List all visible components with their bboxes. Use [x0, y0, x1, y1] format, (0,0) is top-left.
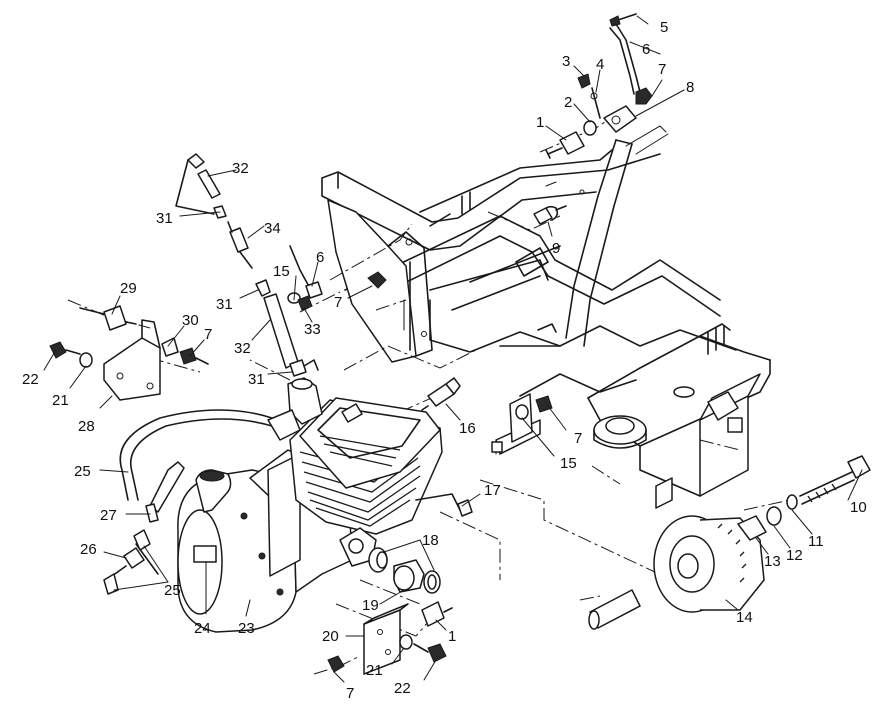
callout-7: 7 — [204, 326, 212, 343]
callout-32: 32 — [232, 160, 249, 177]
callout-12: 12 — [786, 547, 803, 564]
callout-15: 15 — [560, 455, 577, 472]
callout-10: 10 — [850, 499, 867, 516]
callout-1: 1 — [536, 114, 544, 131]
callout-17: 17 — [484, 482, 501, 499]
clutch-assembly — [588, 455, 871, 630]
callout-leaders — [43, 15, 863, 683]
hose-25 — [103, 409, 273, 595]
callout-3: 3 — [562, 53, 570, 70]
callout-14: 14 — [736, 609, 753, 626]
callout-28: 28 — [78, 418, 95, 435]
callout-15: 15 — [273, 263, 290, 280]
callout-19: 19 — [362, 597, 379, 614]
callout-7: 7 — [574, 430, 582, 447]
callout-27: 27 — [100, 507, 117, 524]
callout-29: 29 — [120, 280, 137, 297]
lower-mount-bracket — [327, 601, 453, 675]
callout-25: 25 — [164, 582, 181, 599]
callout-numbers: 1 2 3 4 5 6 7 8 9 32 31 34 6 15 7 31 33 … — [22, 19, 867, 702]
callout-9: 9 — [552, 240, 560, 257]
callout-11: 11 — [808, 533, 824, 550]
callout-4: 4 — [596, 56, 604, 73]
intake-adapter-parts — [368, 547, 441, 594]
throttle-linkage-assembly — [533, 13, 653, 225]
spark-plug-parts — [415, 377, 473, 517]
callout-22: 22 — [22, 371, 39, 388]
callout-33: 33 — [304, 321, 321, 338]
callout-7: 7 — [334, 294, 342, 311]
vehicle-frame — [321, 125, 771, 509]
engine-assembly — [177, 359, 443, 633]
callout-1: 1 — [448, 628, 456, 645]
callout-26: 26 — [80, 541, 97, 558]
callout-31: 31 — [248, 371, 265, 388]
callout-13: 13 — [764, 553, 781, 570]
callout-30: 30 — [182, 312, 199, 329]
callout-32: 32 — [234, 340, 251, 357]
callout-22: 22 — [394, 680, 411, 697]
callout-6: 6 — [316, 249, 324, 266]
callout-20: 20 — [322, 628, 339, 645]
callout-7: 7 — [346, 685, 354, 702]
callout-34: 34 — [264, 220, 281, 237]
callout-6: 6 — [642, 41, 650, 58]
callout-16: 16 — [459, 420, 476, 437]
callout-21: 21 — [52, 392, 69, 409]
fuel-line-assembly — [175, 153, 387, 377]
callout-8: 8 — [686, 79, 694, 96]
right-mount-hardware — [515, 395, 553, 420]
callout-21: 21 — [366, 662, 383, 679]
callout-7: 7 — [658, 61, 666, 78]
callout-5: 5 — [660, 19, 668, 36]
callout-18: 18 — [422, 532, 439, 549]
callout-24: 24 — [194, 620, 211, 637]
callout-2: 2 — [564, 94, 572, 111]
callout-23: 23 — [238, 620, 255, 637]
callout-31: 31 — [216, 296, 233, 313]
callout-31: 31 — [156, 210, 173, 227]
callout-25: 25 — [74, 463, 91, 480]
